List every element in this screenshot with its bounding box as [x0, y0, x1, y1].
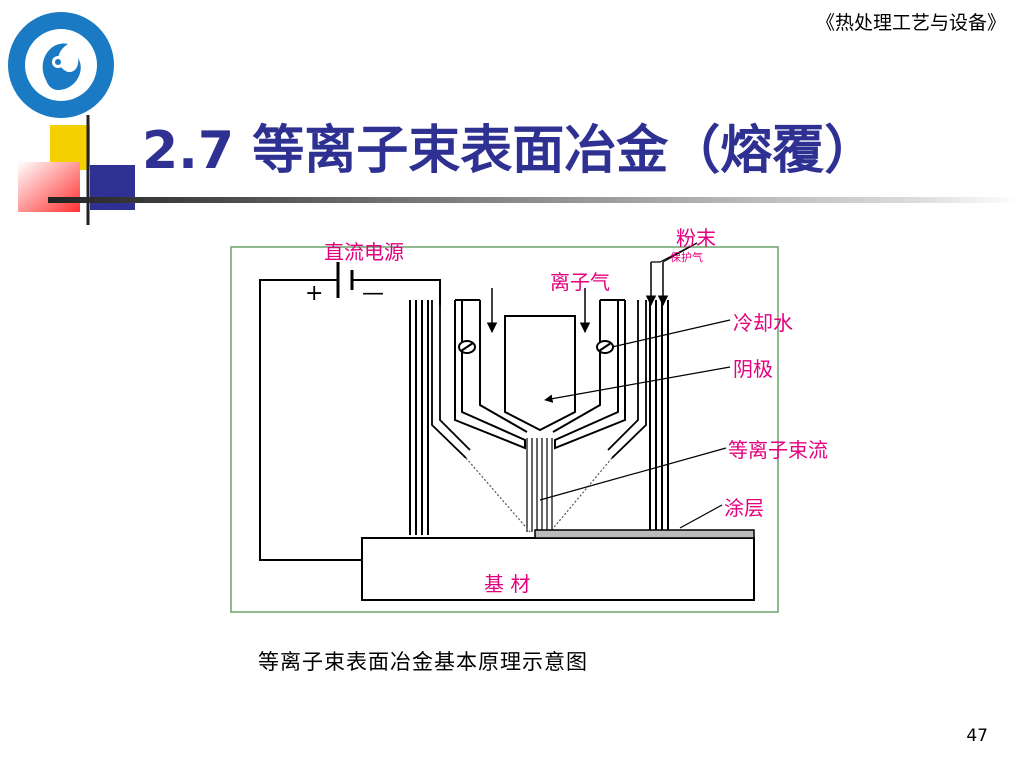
- title-underline: [48, 197, 1018, 203]
- shield-nozzle: [409, 300, 669, 535]
- label-cooling-water: 冷却水: [733, 311, 793, 335]
- powder-duct: [431, 300, 647, 459]
- powder-trajectory: [465, 457, 613, 533]
- dc-power-circuit: [259, 262, 441, 561]
- label-negative: —: [362, 281, 384, 306]
- leader-lines: [539, 242, 731, 529]
- label-dc-power: 直流电源: [324, 240, 404, 264]
- cathode-rod: [504, 315, 576, 432]
- title-decoration: [18, 115, 135, 225]
- course-title: 《热处理工艺与设备》: [815, 12, 1006, 34]
- label-powder: 粉末: [676, 226, 716, 250]
- coating-layer: [534, 529, 755, 539]
- plasma-beam: [526, 438, 553, 532]
- label-coating: 涂层: [724, 496, 764, 520]
- substrate-block: [361, 537, 755, 601]
- gas-flow-arrows: [486, 262, 669, 334]
- label-cathode: 阴极: [733, 357, 773, 381]
- label-shield-gas: 保护气: [670, 251, 703, 264]
- label-substrate: 基 材: [484, 572, 531, 596]
- page-title: 2.7 等离子束表面冶金（熔覆）: [142, 121, 877, 181]
- figure-caption: 等离子束表面冶金基本原理示意图: [258, 650, 588, 674]
- anode-nozzle: [454, 299, 626, 450]
- label-positive: +: [305, 281, 324, 306]
- page-number: 47: [966, 726, 988, 746]
- label-ion-gas: 离子气: [550, 270, 610, 294]
- label-plasma-beam: 等离子束流: [728, 438, 828, 462]
- university-logo: [8, 12, 114, 118]
